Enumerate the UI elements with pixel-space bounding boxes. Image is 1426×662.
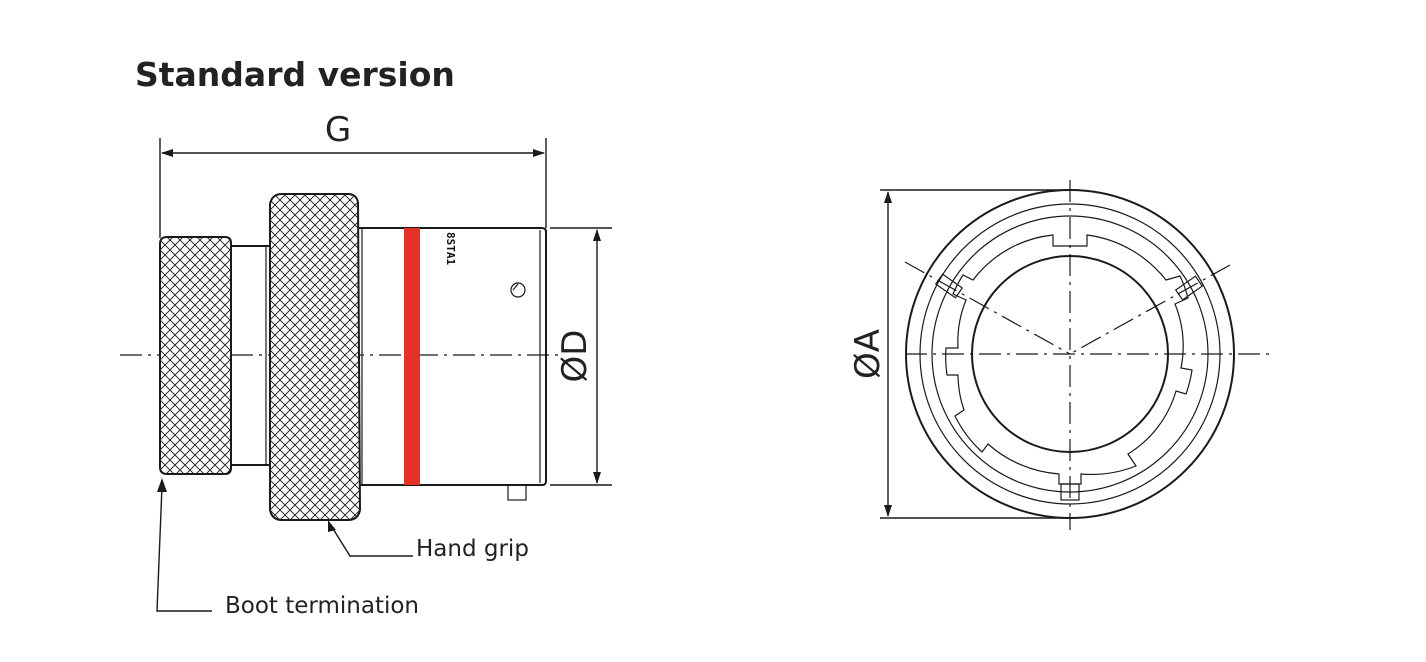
alignment-mark-icon <box>510 282 526 298</box>
boot-termination-arrowhead <box>157 478 167 492</box>
hand-grip-arrowhead <box>328 520 336 532</box>
d-dimension-label: ØD <box>555 330 595 383</box>
boot-termination-label: Boot termination <box>225 593 419 619</box>
red-band <box>404 228 420 485</box>
alignment-mark-tick <box>512 283 519 291</box>
page-title: Standard version <box>135 55 455 94</box>
side-view: G 8STA1 ØD Hand grip <box>120 110 612 619</box>
front-diagonal-centerline-right <box>1069 264 1231 355</box>
coupling-ring <box>919 203 1221 505</box>
bayonet-pin-left <box>934 273 964 299</box>
a-dimension-label: ØA <box>848 329 888 379</box>
inner-coupling-ring <box>931 215 1209 493</box>
boot-termination-knurl <box>159 236 232 475</box>
bayonet-pin-bottom <box>1060 483 1080 501</box>
g-dimension-label: G <box>325 110 351 150</box>
boot-termination-leader <box>156 485 212 612</box>
hand-grip-label: Hand grip <box>416 536 529 562</box>
body-marking: 8STA1 <box>444 232 457 265</box>
locking-pin <box>507 484 527 501</box>
insert-face <box>971 255 1169 453</box>
front-diagonal-centerline-left <box>904 261 1071 355</box>
hand-grip-knurl <box>269 193 362 521</box>
keyed-shell <box>945 234 1193 485</box>
bayonet-pin-right <box>1174 275 1204 301</box>
front-view: ØA <box>848 180 1275 530</box>
hand-grip-leader <box>329 523 413 557</box>
connector-body <box>355 227 547 486</box>
